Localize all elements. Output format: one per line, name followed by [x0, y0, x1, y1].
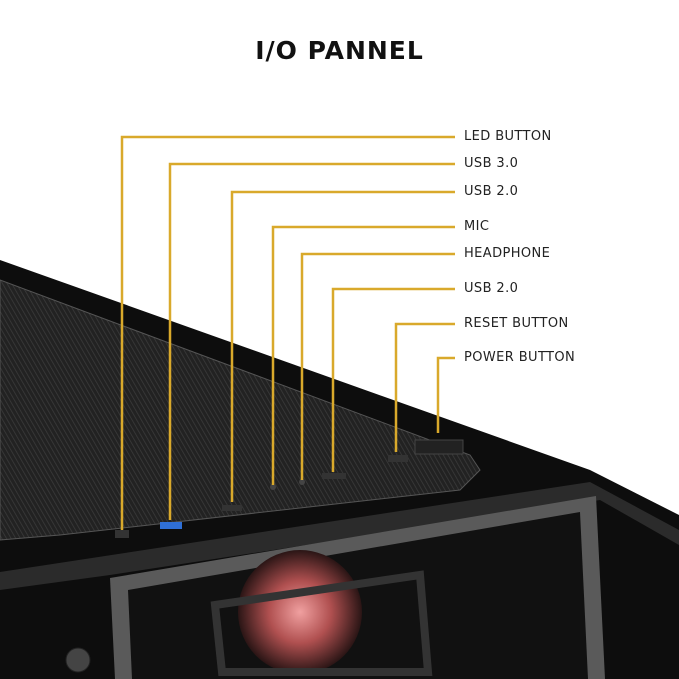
callout-led-button: LED BUTTON — [464, 129, 552, 144]
callout-mic: MIC — [464, 219, 490, 234]
callout-usb2-a: USB 2.0 — [464, 184, 519, 199]
callout-lines — [120, 135, 455, 530]
usb2-port-b — [322, 473, 346, 479]
callout-headphone: HEADPHONE — [464, 246, 551, 261]
power-button — [414, 439, 464, 455]
front-edge — [0, 482, 679, 590]
callout-usb2-b: USB 2.0 — [464, 281, 519, 296]
usb2-port-a — [222, 505, 242, 511]
reset-button-shape — [388, 455, 408, 462]
mesh-dust-filter — [0, 279, 481, 541]
diagram-title: I/O PANNEL — [255, 36, 424, 65]
case-screw — [65, 647, 91, 673]
callout-usb3: USB 3.0 — [464, 156, 519, 171]
fan-frame — [210, 570, 433, 676]
mic-jack — [270, 484, 276, 490]
rgb-fan — [238, 550, 362, 674]
led-button-shape — [115, 530, 129, 538]
callout-power-button: POWER BUTTON — [464, 350, 576, 365]
usb3-port — [160, 522, 182, 529]
headphone-jack — [299, 479, 305, 485]
callout-reset-button: RESET BUTTON — [464, 316, 569, 331]
